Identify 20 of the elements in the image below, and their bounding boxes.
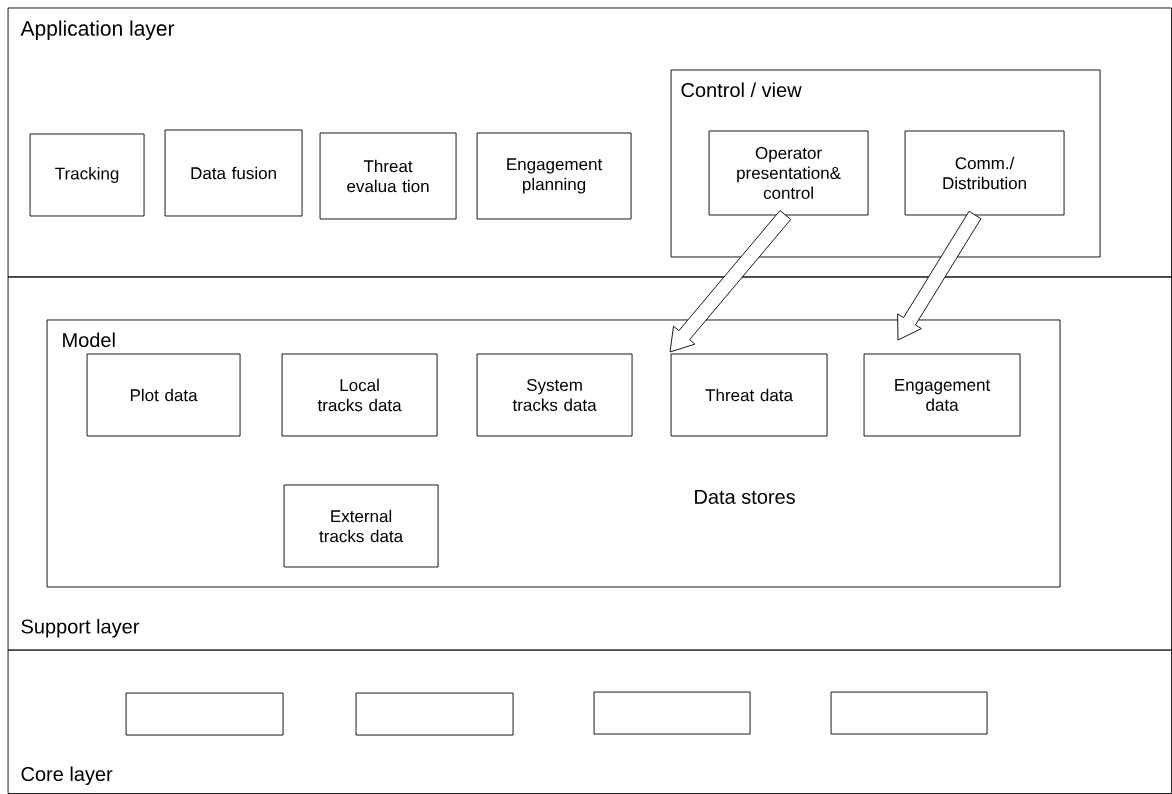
module-box: Operator presentation& control	[708, 130, 869, 216]
module-box: Comm./ Distribution	[904, 130, 1065, 216]
empty-box	[593, 691, 751, 735]
data-store-box: Threat data	[670, 353, 828, 437]
data-store-box: System tracks data	[476, 353, 633, 437]
module-box: Engagement planning	[476, 132, 632, 220]
block-arrow	[897, 210, 982, 341]
data-store-box: External tracks data	[283, 484, 439, 568]
module-box: Threat evalua tion	[319, 132, 457, 220]
area-label: Data stores	[695, 490, 795, 504]
data-store-box: Engagement data	[863, 353, 1021, 437]
empty-box	[830, 691, 988, 735]
data-store-box: Plot data	[86, 353, 241, 437]
empty-box	[355, 692, 514, 736]
block-arrow	[669, 210, 792, 353]
module-box: Data fusion	[164, 129, 303, 217]
layer-band: Core layer	[7, 649, 1172, 794]
module-box: Tracking	[29, 133, 145, 217]
empty-box	[125, 692, 284, 736]
data-store-box: Local tracks data	[281, 353, 438, 437]
